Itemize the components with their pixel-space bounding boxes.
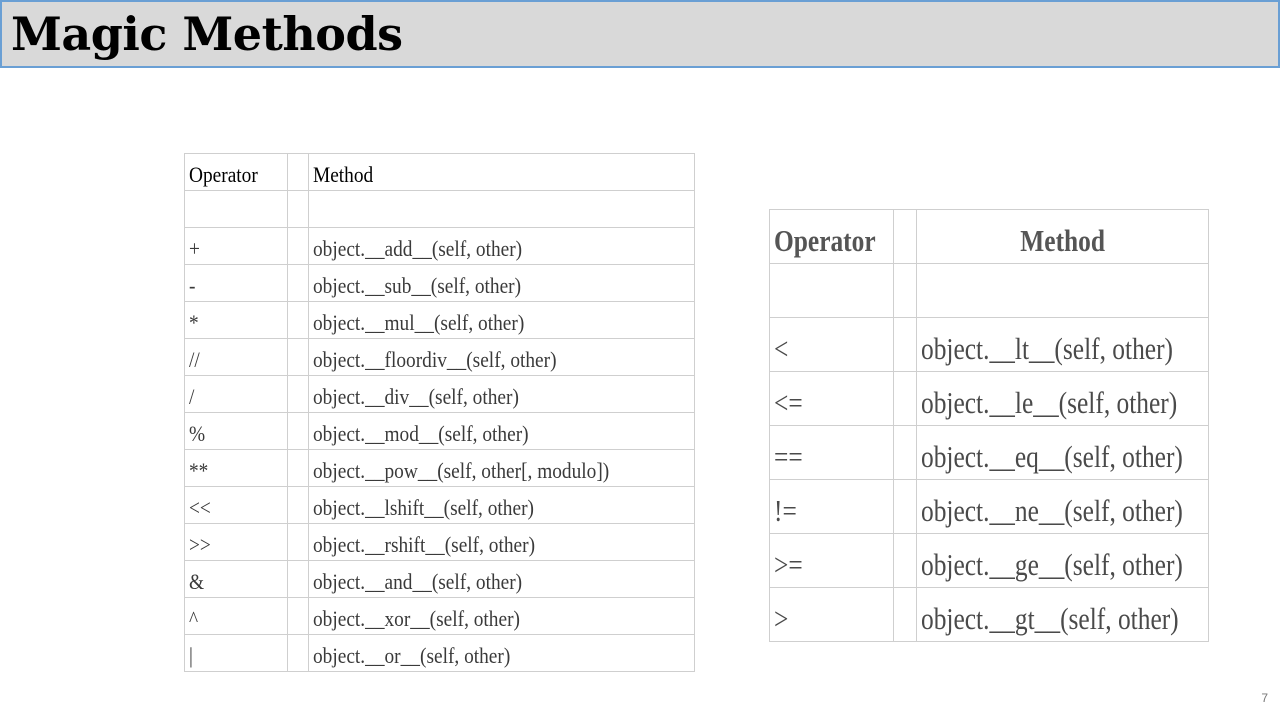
empty-row [769,263,1209,318]
operator-cell: + [184,227,288,265]
method-cell: object.__mul__(self, other) [308,301,695,339]
table-row: * object.__mul__(self, other) [184,301,695,339]
spacer-cell [893,317,917,372]
spacer-cell [893,425,917,480]
operator-cell: < [769,317,894,372]
table-row: &object.__and__(self, other) [184,560,695,598]
title-bar: Magic Methods [0,0,1280,68]
method-cell: object.__le__(self, other) [916,371,1209,426]
method-cell: object.__lshift__(self, other) [308,486,695,524]
method-cell: object.__lt__(self, other) [916,317,1209,372]
arithmetic-operators-table: Operator Method + object.__add__(self, ot… [184,153,695,672]
table-row: // object.__floordiv__(self, other) [184,338,695,376]
empty-row [184,190,695,228]
method-header: Method [916,209,1209,264]
operator-cell: > [769,587,894,642]
table-header-row: Operator Method [184,153,695,191]
method-cell: object.__rshift__(self, other) [308,523,695,561]
operator-cell: | [184,634,288,672]
spacer-cell [287,153,309,191]
table-row: % object.__mod__(self, other) [184,412,695,450]
table-row: << object.__lshift__(self, other) [184,486,695,524]
spacer-cell [287,338,309,376]
table-row: ^ object.__xor__(self, other) [184,597,695,635]
method-cell: object.__and__(self, other) [308,560,695,598]
table-row: > object.__gt__(self, other) [769,587,1209,642]
spacer-cell [287,523,309,561]
operator-cell: >> [184,523,288,561]
method-cell: object.__or__(self, other) [308,634,695,672]
operator-cell: <= [769,371,894,426]
spacer-cell [287,412,309,450]
table-row: / object.__div__(self, other) [184,375,695,413]
table-row: -object.__sub__(self, other) [184,264,695,302]
method-cell: object.__gt__(self, other) [916,587,1209,642]
operator-header: Operator [769,209,894,264]
spacer-cell [287,301,309,339]
spacer-cell [287,486,309,524]
method-cell: object.__ge__(self, other) [916,533,1209,588]
operator-cell: / [184,375,288,413]
table-row: != object.__ne__(self, other) [769,479,1209,534]
operator-cell: == [769,425,894,480]
operator-cell: << [184,486,288,524]
spacer-cell [893,533,917,588]
method-header: Method [308,153,695,191]
spacer-cell [287,375,309,413]
table-row: >= object.__ge__(self, other) [769,533,1209,588]
operator-cell: != [769,479,894,534]
operator-cell: >= [769,533,894,588]
table-row: < object.__lt__(self, other) [769,317,1209,372]
method-cell: object.__floordiv__(self, other) [308,338,695,376]
method-cell: object.__div__(self, other) [308,375,695,413]
spacer-cell [893,587,917,642]
spacer-cell [287,449,309,487]
spacer-cell [287,560,309,598]
method-cell: object.__pow__(self, other[, modulo]) [308,449,695,487]
operator-cell: * [184,301,288,339]
comparison-operators-table: Operator Method < object.__lt__(self, oth… [769,209,1209,642]
method-cell: object.__xor__(self, other) [308,597,695,635]
spacer-cell [287,227,309,265]
spacer-cell [287,634,309,672]
table-row: >> object.__rshift__(self, other) [184,523,695,561]
operator-cell: % [184,412,288,450]
slide-title: Magic Methods [11,7,403,61]
method-cell: object.__ne__(self, other) [916,479,1209,534]
table-row: <= object.__le__(self, other) [769,371,1209,426]
spacer-cell [893,479,917,534]
table-header-row: Operator Method [769,209,1209,264]
table-row: | object.__or__(self, other) [184,634,695,672]
method-cell: object.__sub__(self, other) [308,264,695,302]
table-row: + object.__add__(self, other) [184,227,695,265]
operator-cell: - [184,264,288,302]
operator-header: Operator [184,153,288,191]
spacer-cell [287,264,309,302]
operator-cell: ^ [184,597,288,635]
spacer-cell [893,371,917,426]
method-cell: object.__add__(self, other) [308,227,695,265]
operator-cell: ** [184,449,288,487]
table-row: == object.__eq__(self, other) [769,425,1209,480]
spacer-cell [893,209,917,264]
spacer-cell [287,597,309,635]
method-cell: object.__eq__(self, other) [916,425,1209,480]
operator-cell: // [184,338,288,376]
operator-cell: & [184,560,288,598]
method-cell: object.__mod__(self, other) [308,412,695,450]
table-row: ** object.__pow__(self, other[, modulo]) [184,449,695,487]
page-number: 7 [1261,691,1268,705]
